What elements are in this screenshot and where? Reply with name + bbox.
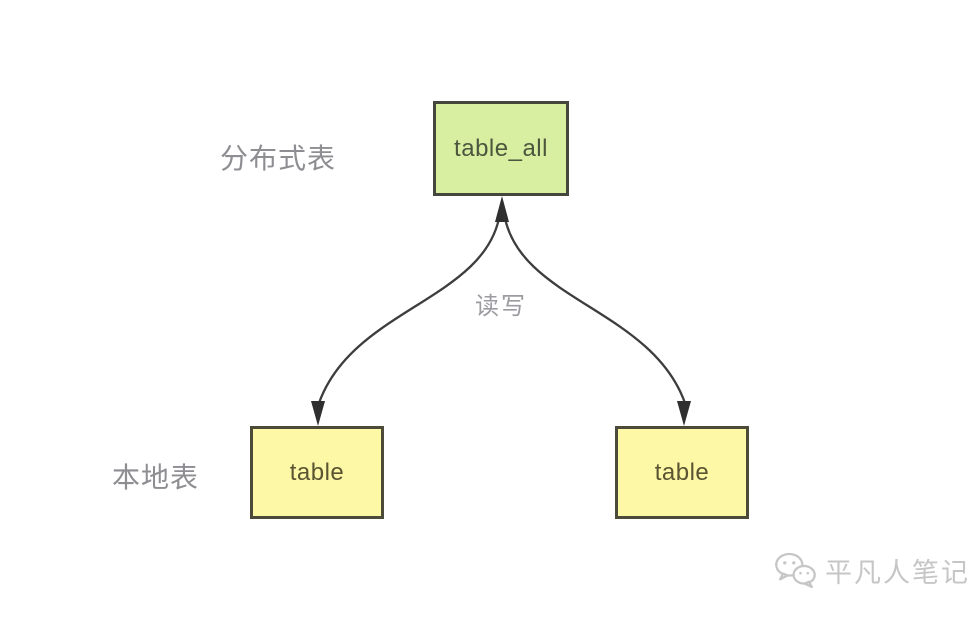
edge-right-curve [502,212,687,404]
node-distributed-table-label: table_all [454,134,548,162]
arrowhead-up [495,196,509,222]
watermark-text: 平凡人笔记 [825,558,970,588]
row-label-local-table: 本地表 [112,462,200,493]
edge-label-read-write: 读写 [475,293,527,320]
edge-left-curve [317,212,502,404]
node-local-table-left-label: table [289,458,345,486]
wechat-icon [775,552,816,589]
arrowhead-down-right [677,401,691,426]
row-label-distributed-table: 分布式表 [220,143,337,174]
node-distributed-table: table_all [433,101,569,196]
node-local-table-right-label: table [654,458,710,486]
node-local-table-left: table [250,426,384,519]
node-local-table-right: table [615,426,749,519]
arrowhead-down-left [311,401,325,426]
watermark: 平凡人笔记 [773,551,970,590]
